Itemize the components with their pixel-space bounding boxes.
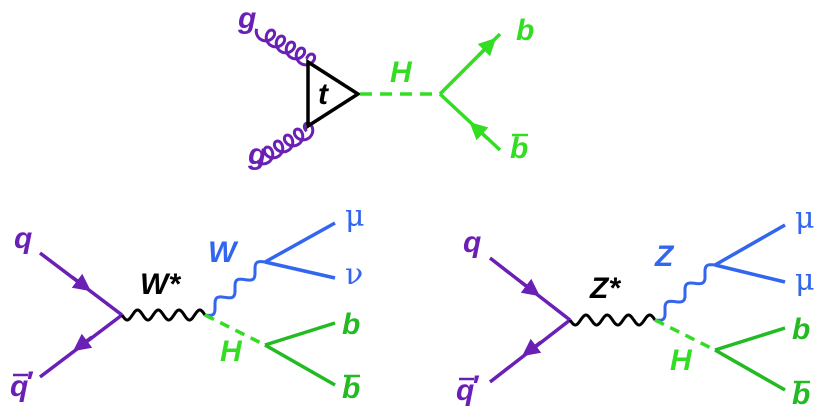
z-star-propagator bbox=[568, 313, 657, 327]
lepton-label-1: μ bbox=[795, 201, 815, 236]
bbar-quark-line bbox=[264, 343, 336, 387]
higgs-label: H bbox=[220, 335, 243, 368]
svg-text:′: ′ bbox=[471, 370, 480, 403]
lepton-label-2: μ bbox=[795, 263, 815, 298]
antiquark-arrow bbox=[522, 338, 543, 357]
boson-label: W bbox=[208, 236, 239, 269]
gluon-line-lower bbox=[255, 121, 315, 166]
muon-line bbox=[264, 221, 336, 264]
higgs-label: H bbox=[390, 56, 413, 89]
muon-line-2 bbox=[714, 263, 786, 284]
lepton-label-2: ν bbox=[345, 257, 363, 292]
diagram-gluon-fusion: g g t H b b bbox=[237, 2, 534, 171]
b-quark-line bbox=[438, 32, 502, 96]
b-quark-arrow bbox=[476, 37, 497, 58]
antiquark-label: q ′ bbox=[10, 366, 34, 403]
gluon-line-upper bbox=[254, 28, 317, 67]
bbar-label: b bbox=[342, 372, 360, 405]
lepton-label-1: μ bbox=[345, 199, 365, 234]
gluon-label-lower: g bbox=[247, 138, 266, 171]
b-label: b bbox=[516, 14, 534, 47]
z-boson-line bbox=[654, 263, 716, 322]
quark-label: q bbox=[463, 226, 481, 259]
muon-line-1 bbox=[714, 223, 786, 267]
svg-text:′: ′ bbox=[25, 366, 34, 399]
w-star-propagator bbox=[120, 308, 207, 322]
b-quark-line bbox=[714, 326, 786, 352]
b-label: b bbox=[792, 313, 810, 346]
bbar-label: b bbox=[510, 132, 528, 165]
virtual-boson-label: Z* bbox=[589, 272, 621, 305]
higgs-label: H bbox=[670, 344, 693, 377]
higgs-propagator bbox=[654, 318, 716, 352]
bbar-quark-line bbox=[714, 348, 786, 392]
virtual-boson-label: W* bbox=[140, 268, 181, 301]
boson-label: Z bbox=[654, 240, 675, 273]
antiquark-label: q ′ bbox=[456, 370, 480, 407]
quark-arrow bbox=[70, 273, 91, 292]
quark-arrow bbox=[519, 278, 540, 297]
higgs-propagator bbox=[204, 313, 266, 347]
quark-label: q bbox=[14, 222, 32, 255]
bbar-label: b bbox=[792, 378, 810, 411]
diagram-wh-production: q q ′ W* W μ ν H b b bbox=[10, 199, 365, 405]
b-quark-line bbox=[264, 321, 336, 347]
neutrino-line bbox=[264, 260, 336, 280]
antiquark-arrow bbox=[73, 333, 94, 352]
gluon-label-upper: g bbox=[237, 2, 256, 35]
svg-text:b: b bbox=[342, 372, 360, 405]
bbar-quark-line bbox=[438, 92, 502, 152]
svg-text:q: q bbox=[456, 374, 474, 407]
top-quark-loop bbox=[306, 58, 362, 130]
svg-text:b: b bbox=[792, 378, 810, 411]
bbar-quark-arrow bbox=[469, 122, 490, 141]
b-label: b bbox=[342, 308, 360, 341]
svg-text:q: q bbox=[10, 370, 28, 403]
w-boson-line bbox=[204, 260, 266, 317]
svg-text:b: b bbox=[510, 132, 528, 165]
diagram-zh-production: q q ′ Z* Z μ μ H b b bbox=[456, 201, 815, 411]
loop-label: t bbox=[318, 78, 330, 111]
